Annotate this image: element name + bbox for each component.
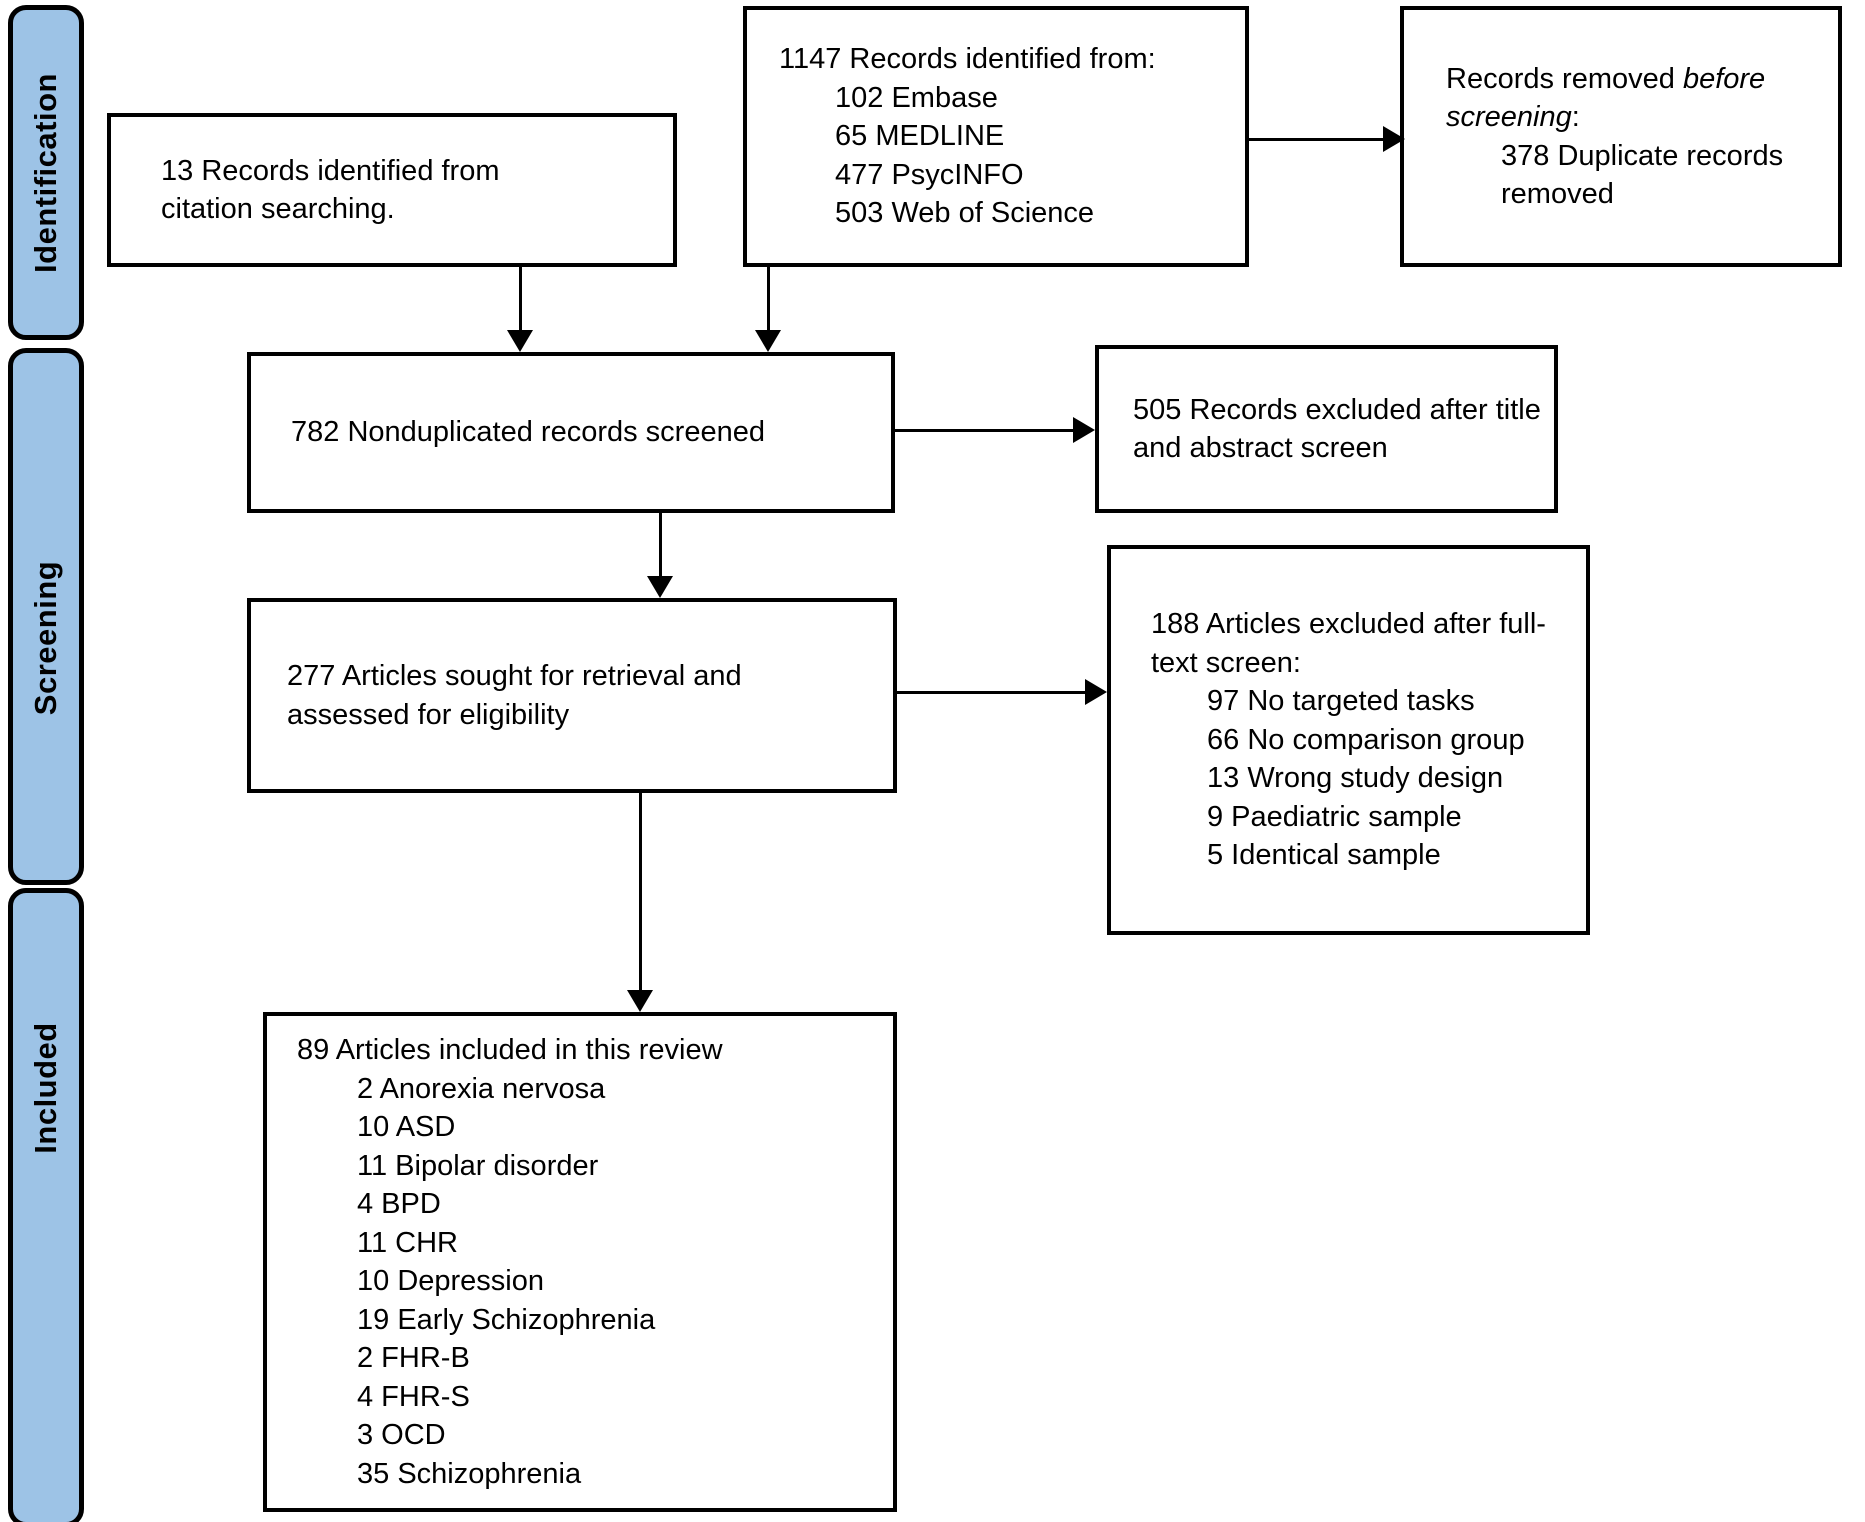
text-line: 97 No targeted tasks bbox=[1207, 685, 1475, 718]
box-database-search: 1147 Records identified from: 102 Embase 6… bbox=[743, 6, 1249, 267]
text-line: text screen: bbox=[1151, 646, 1301, 679]
text-line: 66 No comparison group bbox=[1207, 723, 1525, 756]
stage-bar-screening: Screening bbox=[8, 348, 84, 885]
text-line: 4 BPD bbox=[357, 1188, 441, 1220]
box-citation-search: 13 Records identified from citation searc… bbox=[107, 113, 677, 267]
box-records-screened: 782 Nonduplicated records screened bbox=[247, 352, 895, 513]
text-line: 188 Articles excluded after full- bbox=[1151, 608, 1546, 641]
text-line: citation searching. bbox=[161, 193, 395, 225]
text-line: 11 Bipolar disorder bbox=[357, 1149, 599, 1182]
arrowhead-down-icon bbox=[627, 990, 653, 1012]
text-line: 10 Depression bbox=[357, 1265, 544, 1297]
arrow-screened-to-sought-line bbox=[659, 513, 662, 577]
text-line: 505 Records excluded after title bbox=[1133, 393, 1541, 426]
text-line: 2 FHR-B bbox=[357, 1342, 470, 1374]
text-line: assessed for eligibility bbox=[287, 698, 570, 731]
stage-label-screening: Screening bbox=[28, 560, 63, 715]
text-line: 277 Articles sought for retrieval and bbox=[287, 660, 742, 692]
text-line: screening: bbox=[1446, 98, 1838, 137]
text-line: 35 Schizophrenia bbox=[357, 1457, 582, 1490]
arrowhead-down-icon bbox=[647, 576, 673, 598]
arrow-sought-to-included-line bbox=[639, 793, 642, 991]
text-line: 782 Nonduplicated records screened bbox=[291, 416, 765, 449]
stage-label-identification: Identification bbox=[28, 72, 63, 273]
text-line: removed bbox=[1501, 178, 1614, 210]
italic-text-segment: screening bbox=[1446, 101, 1572, 133]
stage-bar-included: Included bbox=[8, 888, 84, 1522]
text-line: 4 FHR-S bbox=[357, 1380, 470, 1413]
box-articles-excluded-fulltext: 188 Articles excluded after full-text sc… bbox=[1107, 545, 1590, 935]
arrowhead-right-icon bbox=[1073, 417, 1095, 443]
text-line: 378 Duplicate records bbox=[1501, 139, 1784, 172]
stage-bar-identification: Identification bbox=[8, 5, 84, 340]
text-line: 503 Web of Science bbox=[835, 197, 1095, 230]
text-line: 13 Records identified from bbox=[161, 154, 500, 187]
text-line: 102 Embase bbox=[835, 81, 998, 114]
box-articles-sought-retrieval: 277 Articles sought for retrieval and ass… bbox=[247, 598, 897, 793]
text-segment: : bbox=[1571, 101, 1580, 133]
arrowhead-down-icon bbox=[507, 330, 533, 352]
text-line: and abstract screen bbox=[1133, 432, 1388, 464]
arrowhead-down-icon bbox=[755, 330, 781, 352]
arrowhead-right-icon bbox=[1085, 679, 1107, 705]
arrow-screened-to-excluded-line bbox=[895, 429, 1075, 432]
text-line: 11 CHR bbox=[357, 1226, 458, 1259]
arrow-database-to-screened-line bbox=[767, 267, 770, 331]
text-line: 10 ASD bbox=[357, 1111, 456, 1143]
box-articles-included: 89 Articles included in this review 2 Ano… bbox=[263, 1012, 897, 1512]
italic-text-segment: before bbox=[1682, 62, 1766, 95]
text-line: 3 OCD bbox=[357, 1419, 446, 1451]
text-line: 19 Early Schizophrenia bbox=[357, 1303, 656, 1336]
text-segment: Records removed bbox=[1446, 62, 1683, 95]
text-line: 2 Anorexia nervosa bbox=[357, 1072, 606, 1105]
text-line: 5 Identical sample bbox=[1207, 839, 1441, 872]
text-line: 65 MEDLINE bbox=[835, 120, 1005, 153]
text-line: 9 Paediatric sample bbox=[1207, 800, 1462, 833]
arrowhead-right-icon bbox=[1383, 126, 1405, 152]
box-records-excluded-title-abstract: 505 Records excluded after title and abst… bbox=[1095, 345, 1558, 513]
arrow-database-to-removed-line bbox=[1249, 138, 1384, 141]
arrow-sought-to-fulltext-excluded-line bbox=[897, 691, 1086, 694]
text-line: 1147 Records identified from: bbox=[779, 43, 1156, 76]
text-line: 13 Wrong study design bbox=[1207, 762, 1504, 795]
text-line: Records removed before bbox=[1446, 60, 1838, 99]
arrow-citation-to-screened-line bbox=[519, 267, 522, 331]
stage-label-included: Included bbox=[28, 1022, 63, 1154]
text-line: 89 Articles included in this review bbox=[297, 1034, 723, 1066]
text-line: 477 PsycINFO bbox=[835, 158, 1024, 191]
